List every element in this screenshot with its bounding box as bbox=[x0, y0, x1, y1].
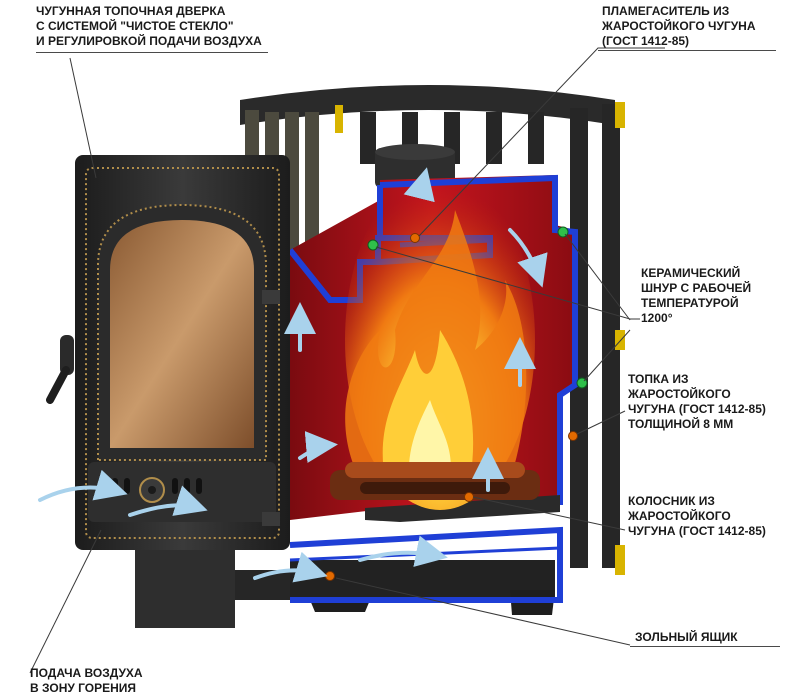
knob-icon[interactable] bbox=[139, 477, 165, 503]
label-air-supply: ПОДАЧА ВОЗДУХА В ЗОНУ ГОРЕНИЯ bbox=[30, 666, 143, 695]
front-door bbox=[75, 155, 290, 550]
underline-flame-divider bbox=[598, 50, 776, 51]
label-grate: КОЛОСНИК ИЗ ЖАРОСТОЙКОГО ЧУГУНА (ГОСТ 14… bbox=[628, 494, 766, 538]
handle-icon[interactable] bbox=[46, 335, 74, 404]
arrow-icon bbox=[38, 469, 128, 502]
label-flame-divider: ПЛАМЕГАСИТЕЛЬ ИЗ ЖАРОСТОЙКОГО ЧУГУНА (ГО… bbox=[602, 4, 756, 48]
stove-body bbox=[135, 548, 555, 628]
heat-exchanger-grille bbox=[240, 85, 625, 575]
air-flow-arrows bbox=[38, 167, 548, 583]
underline-ash-box bbox=[630, 646, 780, 647]
label-door: ЧУГУННАЯ ТОПОЧНАЯ ДВЕРКА С СИСТЕМОЙ "ЧИС… bbox=[36, 4, 262, 48]
label-ash-box: ЗОЛЬНЫЙ ЯЩИК bbox=[635, 630, 738, 644]
door-hinges bbox=[262, 290, 280, 526]
label-ceramic-cord: КЕРАМИЧЕСКИЙ ШНУР С РАБОЧЕЙ ТЕМПЕРАТУРОЙ… bbox=[641, 266, 752, 325]
label-firebox: ТОПКА ИЗ ЖАРОСТОЙКОГО ЧУГУНА (ГОСТ 1412-… bbox=[628, 372, 766, 431]
flame-icon bbox=[345, 170, 535, 510]
underline-door bbox=[36, 52, 268, 53]
